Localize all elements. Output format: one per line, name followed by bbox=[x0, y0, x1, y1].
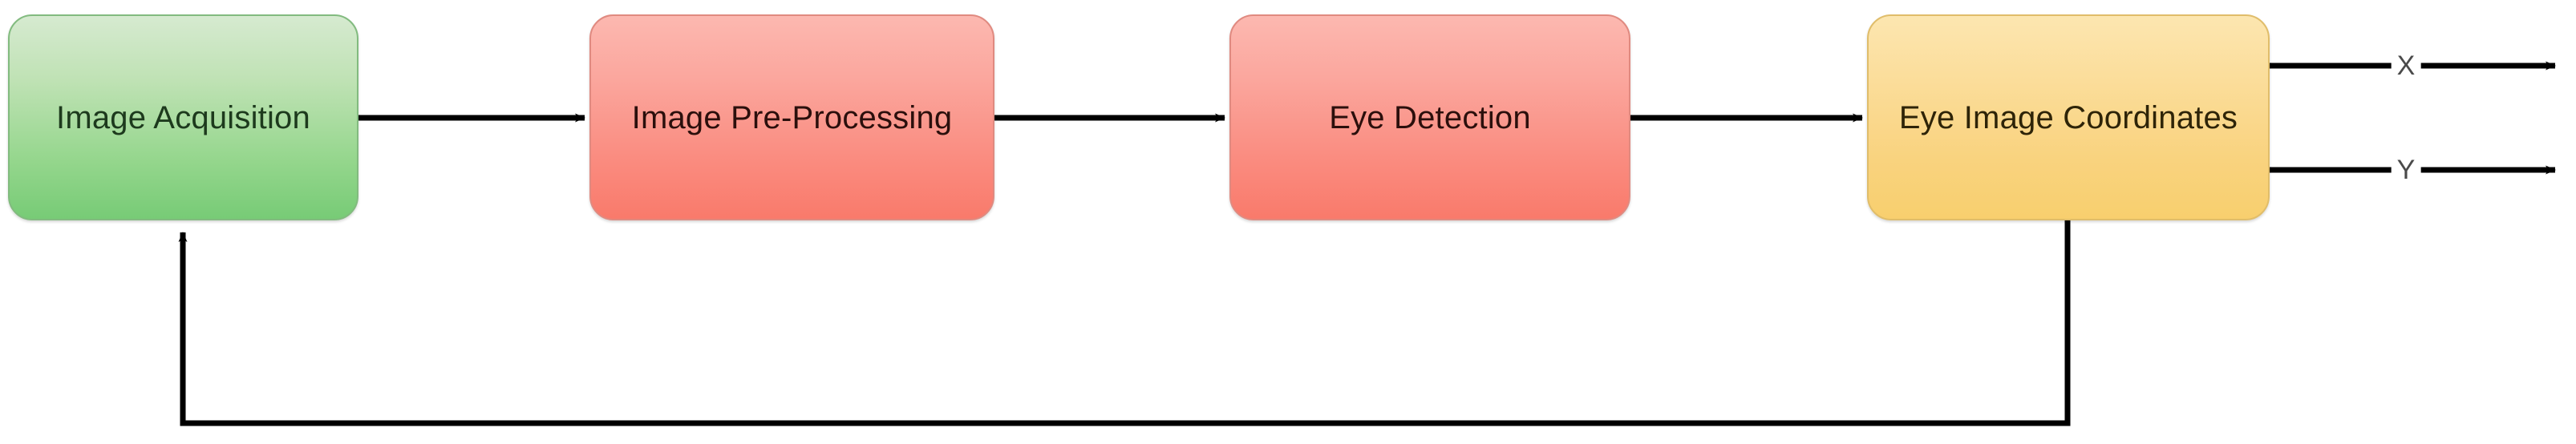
node-image-pre-processing[interactable]: Image Pre-Processing bbox=[589, 14, 994, 220]
node-eye-detection-label: Eye Detection bbox=[1329, 99, 1531, 135]
node-eye-image-coordinates[interactable]: Eye Image Coordinates bbox=[1867, 14, 2270, 220]
edge-label-output-y: Y bbox=[2391, 156, 2421, 184]
node-eye-detection[interactable]: Eye Detection bbox=[1229, 14, 1630, 220]
edge-label-output-x: X bbox=[2391, 52, 2421, 79]
node-image-acquisition-label: Image Acquisition bbox=[56, 99, 310, 135]
connector-feedback-loop bbox=[178, 220, 2071, 426]
node-image-acquisition[interactable]: Image Acquisition bbox=[8, 14, 358, 220]
node-eye-image-coordinates-label: Eye Image Coordinates bbox=[1898, 99, 2238, 135]
node-image-pre-processing-label: Image Pre-Processing bbox=[631, 99, 953, 135]
